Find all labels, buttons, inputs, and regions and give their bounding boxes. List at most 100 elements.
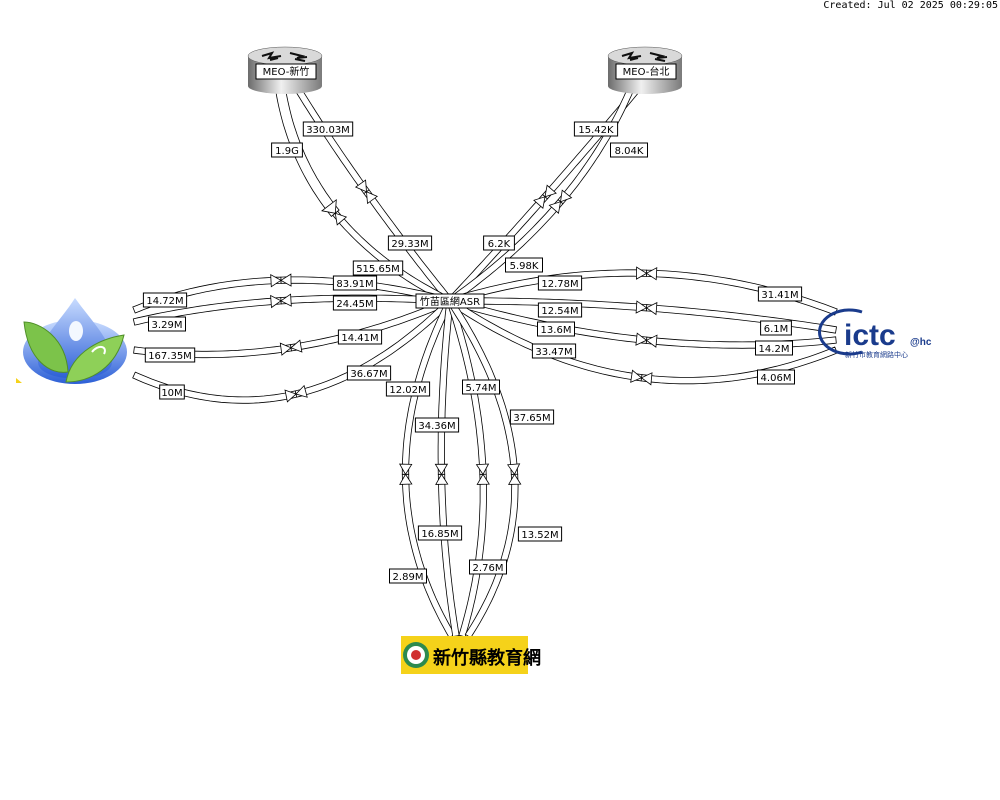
link-bandwidth-label[interactable]: 14.41M <box>337 329 383 345</box>
link-bandwidth-label[interactable]: 330.03M <box>302 121 354 137</box>
link-bandwidth-label[interactable]: 5.74M <box>462 379 500 395</box>
link-15[interactable] <box>446 299 490 638</box>
arrow-head <box>334 212 348 226</box>
link-in-half <box>446 298 519 475</box>
link-bandwidth-label[interactable]: 83.91M <box>332 275 378 291</box>
arrow-head <box>635 266 648 280</box>
link-bandwidth-label[interactable]: 29.33M <box>387 235 433 251</box>
label-value: 29.33M <box>391 239 428 250</box>
label-box <box>509 409 555 425</box>
link-13[interactable] <box>399 299 456 639</box>
arrow-head <box>279 342 292 356</box>
label-box <box>537 321 575 337</box>
link-bandwidth-label[interactable]: 10M <box>159 384 185 400</box>
link-bandwidth-label[interactable]: 3.29M <box>148 316 186 332</box>
link-bandwidth-label[interactable]: 16.85M <box>417 525 463 541</box>
link-bandwidth-label[interactable]: 24.45M <box>332 295 378 311</box>
label-box <box>417 525 463 541</box>
label-box <box>537 302 583 318</box>
label-value: 14.72M <box>146 296 183 307</box>
router-meo-hsinchu[interactable]: MEO-新竹 <box>247 46 323 94</box>
arrow-head <box>635 332 648 346</box>
label-box <box>144 347 196 363</box>
link-bandwidth-label[interactable]: 31.41M <box>757 286 803 302</box>
link-bandwidth-label[interactable]: 6.2K <box>483 235 515 251</box>
arrow-head <box>399 463 413 476</box>
label-box <box>271 142 303 158</box>
county-logo-text: 新竹縣教育網 <box>433 647 541 669</box>
arrow-head <box>640 372 653 386</box>
link-bandwidth-label[interactable]: 6.1M <box>760 320 792 336</box>
link-14[interactable] <box>434 300 460 637</box>
arrow-head <box>270 274 282 288</box>
plant-drop-logo[interactable] <box>16 298 127 384</box>
ictc-logo[interactable]: ictc @hc 新竹市教育網路中心 <box>818 308 932 359</box>
link-bandwidth-label[interactable]: 14.72M <box>142 292 188 308</box>
link-out-half <box>640 346 838 385</box>
link-bandwidth-label[interactable]: 8.04K <box>610 142 648 158</box>
arrow-head <box>476 473 490 485</box>
label-value: 12.02M <box>389 385 426 396</box>
link-out-half <box>645 336 837 349</box>
link-bandwidth-label[interactable]: 33.47M <box>531 343 577 359</box>
link-in-half <box>447 199 564 305</box>
link-bandwidth-label[interactable]: 4.06M <box>757 369 795 385</box>
link-bandwidth-label[interactable]: 12.02M <box>385 381 431 397</box>
arrow-head <box>548 201 562 214</box>
router-label: MEO-新竹 <box>263 65 310 78</box>
label-box <box>332 275 378 291</box>
label-box <box>414 417 460 433</box>
label-box <box>159 384 185 400</box>
link-bandwidth-label[interactable]: 2.89M <box>389 568 427 584</box>
label-value: 16.85M <box>421 529 458 540</box>
link-bandwidth-label[interactable]: 12.54M <box>537 302 583 318</box>
label-value: 12.78M <box>541 279 578 290</box>
link-bandwidth-label[interactable]: 5.98K <box>505 257 543 273</box>
ictc-logo-subtitle: 新竹市教育網路中心 <box>845 350 908 359</box>
label-box <box>302 121 354 137</box>
label-box <box>332 295 378 311</box>
link-bandwidth-label[interactable]: 12.78M <box>537 275 583 291</box>
center-node-asr[interactable]: 竹苗區網ASR <box>415 293 485 309</box>
link-bandwidth-label[interactable]: 2.76M <box>469 559 507 575</box>
link-bandwidth-label[interactable]: 515.65M <box>352 260 404 276</box>
link-bandwidth-label[interactable]: 13.6M <box>537 321 575 337</box>
arrow-head <box>366 191 379 205</box>
link-bandwidth-label[interactable]: 36.67M <box>346 365 392 381</box>
label-box <box>531 343 577 359</box>
label-box <box>573 121 619 137</box>
label-value: 10M <box>161 388 182 399</box>
arrow-head <box>434 463 449 476</box>
link-out-half <box>132 371 298 404</box>
ictc-logo-suffix: @hc <box>910 337 932 348</box>
links-layer <box>132 83 838 639</box>
link-bandwidth-label[interactable]: 14.2M <box>755 340 793 356</box>
label-box <box>505 257 543 273</box>
label-box <box>483 235 515 251</box>
label-value: 12.54M <box>541 306 578 317</box>
label-box <box>389 568 427 584</box>
arrow-head <box>645 334 658 348</box>
center-node-label: 竹苗區網ASR <box>420 295 480 308</box>
link-bandwidth-label[interactable]: 37.65M <box>509 409 555 425</box>
label-box <box>757 369 795 385</box>
link-bandwidth-label[interactable]: 1.9G <box>271 142 303 158</box>
hsinchu-county-edu-logo[interactable]: 新竹縣教育網 <box>401 636 541 674</box>
labels-layer: 330.03M 29.33M 1.9G 515.65M 15.42K 6.2K 8.04K 5… <box>142 121 803 584</box>
label-box <box>148 316 186 332</box>
label-box <box>462 379 500 395</box>
label-value: 14.2M <box>759 344 790 355</box>
link-bandwidth-label[interactable]: 167.35M <box>144 347 196 363</box>
link-bandwidth-label[interactable]: 15.42K <box>573 121 619 137</box>
link-bandwidth-label[interactable]: 13.52M <box>517 526 563 542</box>
label-value: 515.65M <box>356 264 400 275</box>
link-16[interactable] <box>446 298 522 639</box>
link-bandwidth-label[interactable]: 34.36M <box>414 417 460 433</box>
router-meo-taipei[interactable]: MEO-台北 <box>607 46 683 94</box>
router-label: MEO-台北 <box>623 65 670 78</box>
link-in-half <box>401 299 454 475</box>
label-box <box>346 365 392 381</box>
label-box <box>610 142 648 158</box>
link-out-half <box>275 90 340 217</box>
